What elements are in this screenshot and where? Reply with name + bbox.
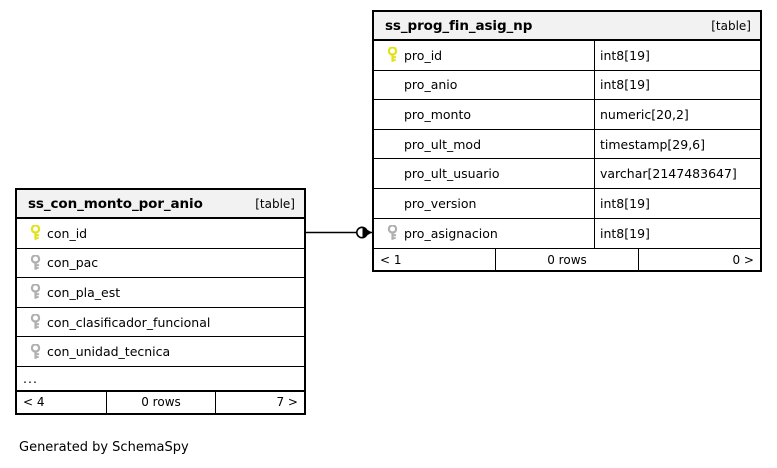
key-icon-placeholder <box>380 130 404 159</box>
column-label: pro_asignacion <box>404 225 498 241</box>
gray-key-icon <box>23 278 47 307</box>
column-type-label: int8[19] <box>600 77 650 93</box>
column-type-label: int8[19] <box>600 195 650 211</box>
footer-child-count[interactable]: 0 > <box>732 252 754 267</box>
column-name-cell: con_pla_est <box>17 278 304 307</box>
column-label: con_pac <box>47 255 99 271</box>
table-footer: < 4 0 rows 7 > <box>17 390 304 413</box>
column-label: pro_monto <box>404 106 471 122</box>
column-type-cell: int8[19] <box>594 218 760 249</box>
more-columns-indicator: ... <box>17 367 304 391</box>
gray-key-icon <box>380 219 404 249</box>
footer-parent-count[interactable]: < 1 <box>380 252 402 267</box>
gray-key-icon <box>23 308 47 337</box>
column-name-cell: pro_asignacion <box>374 219 594 249</box>
table-row[interactable]: con_clasificador_funcional <box>17 308 304 338</box>
column-label: pro_version <box>404 195 477 211</box>
column-label: con_pla_est <box>47 284 121 300</box>
footer-child-count[interactable]: 7 > <box>276 395 298 410</box>
column-type-cell: numeric[20,2] <box>594 100 760 129</box>
key-icon-placeholder <box>380 189 404 218</box>
column-type-cell: int8[19] <box>594 41 760 70</box>
column-label: pro_ult_mod <box>404 136 482 152</box>
column-name-cell: pro_monto <box>374 100 594 129</box>
column-label: con_clasificador_funcional <box>47 314 211 330</box>
table-row[interactable]: con_unidad_tecnica <box>17 337 304 367</box>
column-type-cell: timestamp[29,6] <box>594 129 760 159</box>
column-label: con_id <box>47 225 88 241</box>
yellow-key-icon <box>380 41 404 70</box>
column-type-label: timestamp[29,6] <box>600 136 706 152</box>
table-title: ss_prog_fin_asig_np <box>385 17 533 34</box>
column-type-cell: varchar[2147483647] <box>594 159 760 188</box>
key-icon-placeholder <box>380 159 404 188</box>
column-name-cell: pro_ult_usuario <box>374 159 594 188</box>
gray-key-icon <box>23 249 47 278</box>
table-row[interactable]: pro_ult_mod timestamp[29,6] <box>374 129 760 160</box>
zero-cardinality-circle-icon <box>355 226 368 239</box>
key-icon-placeholder <box>380 100 404 129</box>
table-columns: con_id con_pac <box>17 219 304 391</box>
table-title: ss_con_monto_por_anio <box>28 195 203 212</box>
table-kind-label: [table] <box>255 196 295 211</box>
table-row[interactable]: pro_asignacion int8[19] <box>374 218 760 249</box>
table-header[interactable]: ss_prog_fin_asig_np [table] <box>374 12 760 41</box>
column-name-cell: pro_id <box>374 41 594 70</box>
column-label: pro_ult_usuario <box>404 166 500 182</box>
table-row[interactable]: pro_ult_usuario varchar[2147483647] <box>374 159 760 189</box>
table-entity-ss_prog_fin_asig_np[interactable]: ss_prog_fin_asig_np [table] pro_id <box>372 10 762 273</box>
table-row[interactable]: pro_anio int8[19] <box>374 70 760 101</box>
footer-parent-count[interactable]: < 4 <box>23 395 45 410</box>
column-name-cell: pro_anio <box>374 71 594 100</box>
column-type-label: int8[19] <box>600 47 650 63</box>
table-header[interactable]: ss_con_monto_por_anio [table] <box>17 190 304 219</box>
column-name-cell: con_id <box>17 219 304 248</box>
column-type-label: int8[19] <box>600 225 650 241</box>
column-label: con_unidad_tecnica <box>47 344 171 360</box>
column-type-cell: int8[19] <box>594 188 760 218</box>
table-row[interactable]: con_pac <box>17 249 304 279</box>
table-entity-ss_con_monto_por_anio[interactable]: ss_con_monto_por_anio [table] con_id <box>15 188 306 415</box>
table-row[interactable]: con_pla_est <box>17 278 304 308</box>
column-name-cell: pro_version <box>374 189 594 218</box>
table-row[interactable]: pro_id int8[19] <box>374 41 760 71</box>
table-columns: pro_id int8[19] pro_anio int8[19] pr <box>374 41 760 249</box>
gray-key-icon <box>23 337 47 366</box>
column-name-cell: con_pac <box>17 249 304 278</box>
column-type-cell: int8[19] <box>594 70 760 100</box>
table-row[interactable]: pro_version int8[19] <box>374 188 760 219</box>
column-name-cell: pro_ult_mod <box>374 130 594 159</box>
column-name-cell: con_unidad_tecnica <box>17 337 304 366</box>
table-row[interactable]: pro_monto numeric[20,2] <box>374 100 760 130</box>
key-icon-placeholder <box>380 71 404 100</box>
generated-by-caption: Generated by SchemaSpy <box>19 440 189 455</box>
column-label: pro_anio <box>404 77 458 93</box>
footer-row-count: 0 rows <box>495 249 639 271</box>
footer-row-count: 0 rows <box>106 391 216 413</box>
table-kind-label: [table] <box>711 18 751 33</box>
column-type-label: varchar[2147483647] <box>600 166 737 182</box>
table-row[interactable]: con_id <box>17 219 304 249</box>
table-footer: < 1 0 rows 0 > <box>374 248 760 271</box>
column-name-cell: con_clasificador_funcional <box>17 308 304 337</box>
yellow-key-icon <box>23 219 47 248</box>
column-type-label: numeric[20,2] <box>600 106 689 122</box>
crows-foot-icon <box>362 227 372 238</box>
column-label: pro_id <box>404 47 443 63</box>
